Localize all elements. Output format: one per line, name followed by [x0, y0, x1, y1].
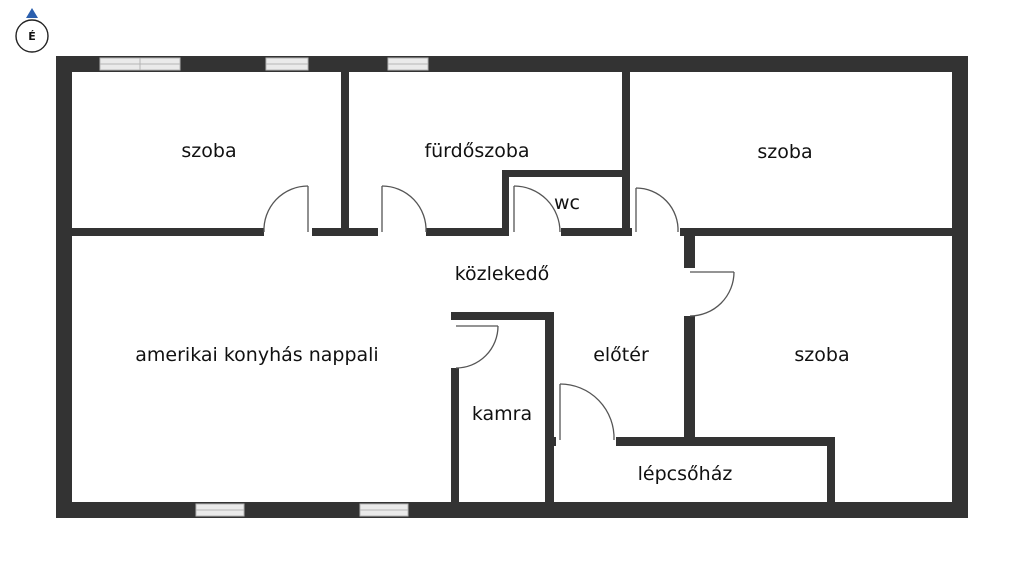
door-wc — [513, 185, 561, 233]
doors — [263, 185, 735, 441]
outer-wall-right — [952, 56, 968, 518]
room-label-kozlekedo: közlekedő — [455, 263, 550, 285]
room-label-szoba: szoba — [181, 140, 236, 162]
wall-wc-top — [502, 170, 626, 177]
windows — [99, 57, 429, 517]
wall-wc-left — [502, 170, 509, 234]
wall-kamra-right — [545, 312, 554, 502]
wall-lepcso-top — [554, 437, 835, 446]
compass: É — [15, 8, 49, 53]
door-lepcsohaz — [559, 383, 615, 441]
door-openings — [264, 228, 695, 446]
room-label-szoba: szoba — [757, 141, 812, 163]
room-label-furdoszoba: fürdőszoba — [424, 140, 529, 162]
room-label-nappali: amerikai konyhás nappali — [135, 344, 378, 366]
wall-szoba-furdo — [341, 72, 349, 234]
wall-furdo-szoba — [622, 72, 630, 234]
door-szoba-top-left — [263, 185, 309, 233]
door-szoba-top-right — [635, 187, 679, 233]
wall-lepcso-right — [827, 437, 835, 502]
door-kamra — [455, 325, 499, 369]
compass-letter: É — [28, 30, 36, 43]
door-szoba-right — [689, 271, 735, 317]
outer-wall-left — [56, 56, 72, 518]
door-furdoszoba — [381, 185, 427, 233]
room-label-szoba: szoba — [794, 344, 849, 366]
room-label-wc: wc — [554, 192, 580, 214]
wall-kamra-top — [451, 312, 554, 320]
room-label-eloter: előtér — [593, 344, 649, 366]
wall-kamra-left — [451, 312, 459, 502]
outer-wall-top — [56, 56, 968, 72]
walls — [56, 56, 968, 518]
north-arrow-icon — [26, 8, 38, 18]
room-label-kamra: kamra — [472, 403, 532, 425]
outer-wall-bottom — [56, 502, 968, 518]
room-labels: szoba fürdőszoba wc szoba közlekedő amer… — [135, 140, 849, 485]
wall-eloter-szoba — [684, 236, 695, 440]
room-label-lepcsohaz: lépcsőház — [638, 463, 733, 485]
